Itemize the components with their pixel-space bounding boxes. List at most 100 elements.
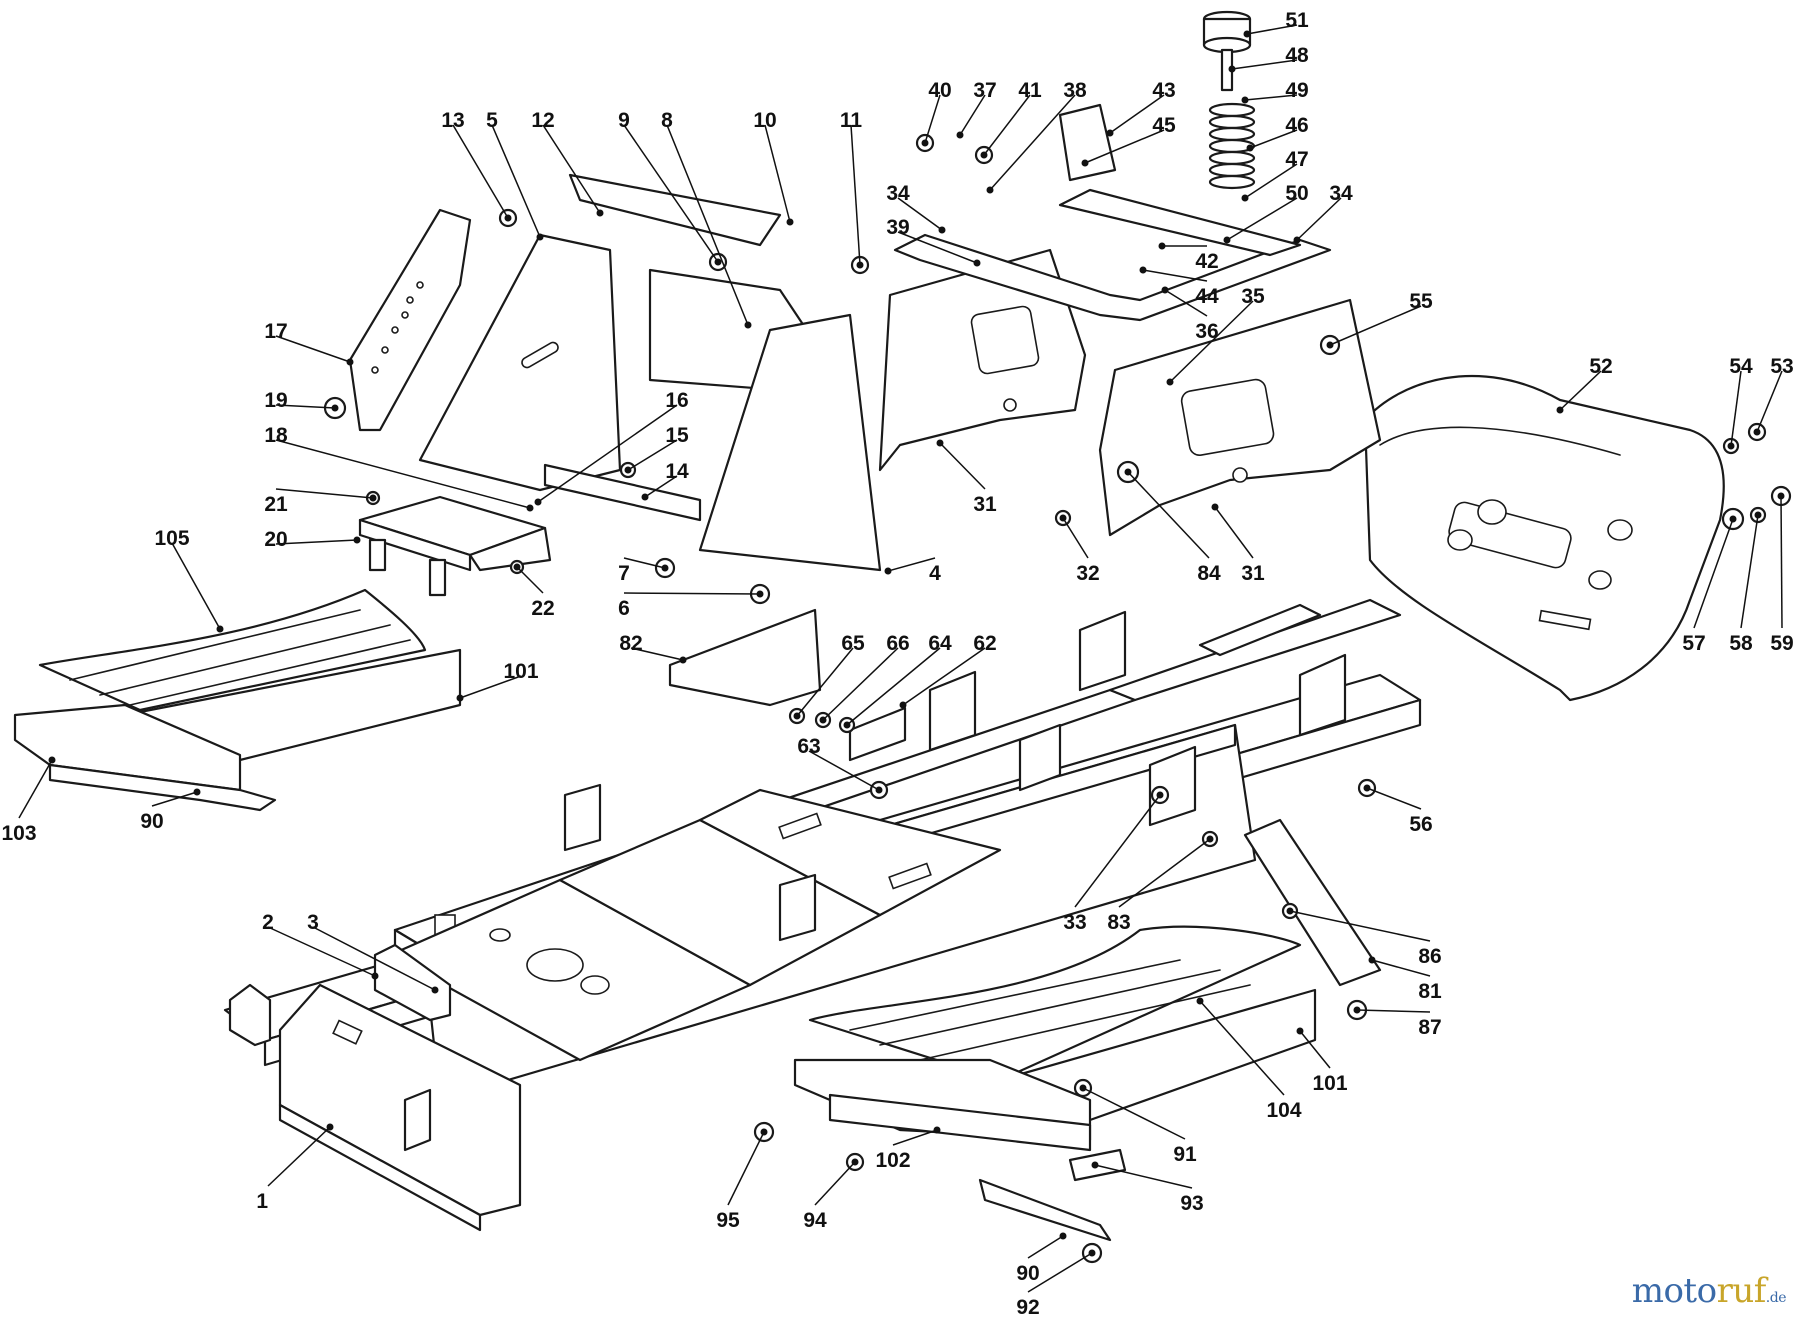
callout-c53: 53 (1753, 355, 1794, 436)
callout-c16: 16 (534, 389, 689, 506)
callout-label: 47 (1285, 148, 1308, 171)
callout-label: 101 (503, 660, 538, 683)
callout-c31a: 31 (936, 439, 997, 516)
callout-leader (892, 1129, 938, 1146)
callout-c41: 41 (980, 79, 1042, 159)
callout-leader (939, 442, 986, 490)
callout-dot (1091, 1161, 1099, 1169)
callout-dot (843, 721, 851, 729)
callout-c8: 8 (661, 109, 752, 329)
callout-dot (1059, 514, 1067, 522)
callout-c39: 39 (886, 216, 981, 267)
callout-dot (1727, 442, 1735, 450)
callout-leader (1693, 518, 1734, 629)
callout-c93: 93 (1091, 1161, 1204, 1215)
callout-label: 31 (973, 493, 997, 516)
callout-dot (536, 233, 544, 241)
callout-c48: 48 (1228, 44, 1309, 73)
callout-label: 18 (264, 424, 288, 447)
callout-dot (851, 1158, 859, 1166)
callout-c1: 1 (256, 1123, 334, 1213)
callout-label: 32 (1076, 562, 1099, 585)
callout-label: 101 (1312, 1072, 1347, 1095)
callout-dot (899, 701, 907, 709)
callout-leader (1109, 94, 1165, 134)
callout-dot (1246, 144, 1254, 152)
callout-leader (1127, 471, 1210, 559)
callout-leader (1356, 1009, 1431, 1013)
callout-leader (1164, 289, 1208, 317)
callout-dot (1088, 1249, 1096, 1257)
watermark-part-b: ruf (1716, 1271, 1767, 1311)
callout-leader (1244, 94, 1298, 101)
callout-dot (1368, 956, 1376, 964)
callout-leader (537, 404, 678, 503)
callout-label: 55 (1409, 290, 1433, 313)
callout-leader (18, 759, 53, 819)
callout-c40: 40 (921, 79, 952, 147)
callout-label: 84 (1197, 562, 1221, 585)
callout-leader (1559, 370, 1602, 411)
callout-label: 34 (1329, 182, 1353, 205)
callout-leader (989, 94, 1076, 191)
callout-dot (856, 261, 864, 269)
callout-label: 7 (618, 562, 630, 585)
callout-dot (641, 493, 649, 501)
callout-leader (666, 124, 749, 326)
callout-leader (275, 335, 351, 363)
callout-dot (921, 139, 929, 147)
callout-label: 6 (618, 597, 630, 620)
callout-label: 64 (928, 632, 952, 655)
callout-leader (1730, 370, 1742, 447)
callout-leader (1246, 24, 1298, 35)
callout-c42: 42 (1158, 242, 1219, 273)
callout-label: 15 (665, 424, 689, 447)
callout-dot (513, 563, 521, 571)
callout-dot (661, 564, 669, 572)
callout-leader (796, 647, 854, 717)
callout-dot (986, 186, 994, 194)
callout-dot (744, 321, 752, 329)
callout-label: 38 (1063, 79, 1087, 102)
callout-c45: 45 (1081, 114, 1176, 167)
callout-leader (1366, 787, 1422, 810)
callout-c55: 55 (1326, 290, 1433, 349)
seat-tray (358, 495, 552, 597)
callout-dot (369, 494, 377, 502)
callout-dot (1079, 1084, 1087, 1092)
callout-dot (980, 151, 988, 159)
callout-c103: 103 (1, 756, 56, 845)
callout-dot (973, 259, 981, 267)
watermark-part-a: moto (1631, 1271, 1717, 1311)
callout-label: 63 (797, 735, 820, 758)
callout-c13: 13 (441, 109, 512, 222)
callout-c50: 50 (1223, 182, 1309, 244)
callout-dot (353, 536, 361, 544)
callout-label: 14 (665, 460, 689, 483)
callout-label: 20 (264, 528, 287, 551)
callout-leader (1329, 305, 1422, 346)
callout-dot (760, 1128, 768, 1136)
callout-dot (1777, 492, 1785, 500)
callout-leader (171, 542, 221, 630)
callout-leader (275, 404, 336, 409)
callout-label: 59 (1770, 632, 1793, 655)
callout-dot (786, 218, 794, 226)
callout-c10: 10 (753, 109, 794, 226)
callout-label: 3 (307, 911, 319, 934)
callout-dot (1241, 194, 1249, 202)
callout-leader (1027, 1235, 1064, 1259)
callout-label: 43 (1152, 79, 1175, 102)
callout-leader (151, 791, 198, 807)
callout-c49: 49 (1241, 79, 1309, 104)
callout-c43: 43 (1106, 79, 1176, 137)
callout-c83: 83 (1107, 835, 1214, 934)
callout-label: 66 (886, 632, 909, 655)
callout-c7: 7 (618, 557, 669, 585)
callout-dot (956, 131, 964, 139)
callout-dot (371, 972, 379, 980)
callout-c33: 33 (1063, 791, 1164, 934)
callout-leader (902, 647, 986, 706)
callout-leader (516, 566, 544, 594)
callout-c101a: 101 (456, 660, 539, 702)
